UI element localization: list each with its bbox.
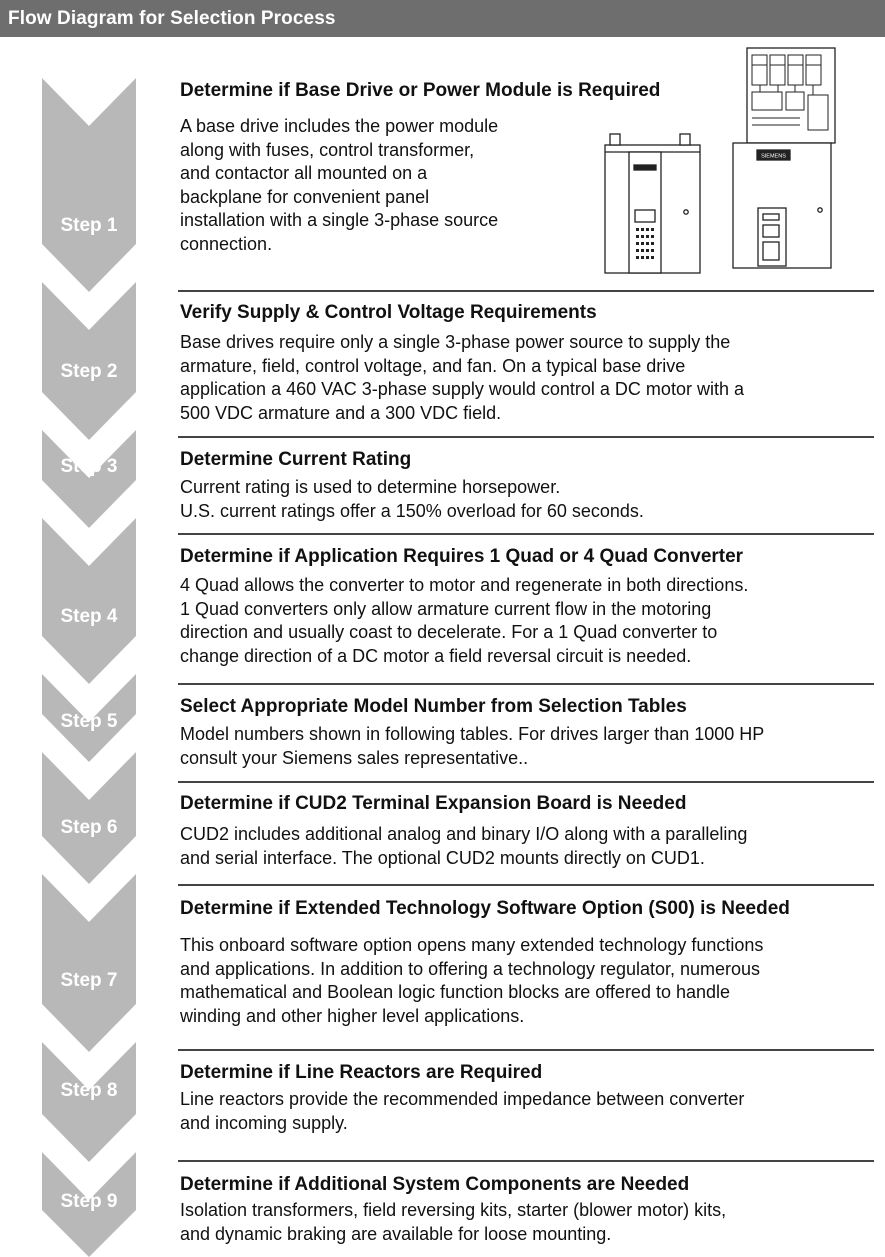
step-3-label: Step 3	[60, 456, 118, 477]
step-9-body: Isolation transformers, field reversing …	[180, 1200, 727, 1244]
step-8-title: Determine if Line Reactors are Required	[180, 1062, 543, 1083]
step-7-body: This onboard software option opens many …	[180, 935, 764, 1026]
step-2-arrow	[42, 282, 136, 440]
step-4-title: Determine if Application Requires 1 Quad…	[180, 546, 744, 567]
divider	[178, 1160, 874, 1162]
step-5-body: Model numbers shown in following tables.…	[180, 724, 765, 768]
step-6-body: CUD2 includes additional analog and bina…	[180, 824, 748, 868]
divider	[178, 436, 874, 438]
divider	[178, 683, 874, 685]
drive-illustrations: SIEMENS SIEMENS	[604, 47, 836, 274]
step-5-arrow	[42, 674, 136, 762]
flow-arrows	[42, 78, 136, 1257]
step-9-label: Step 9	[60, 1191, 118, 1212]
step-2-label: Step 2	[60, 361, 118, 382]
base-drive-illustration	[604, 133, 701, 274]
header-bar: Flow Diagram for Selection Process	[0, 0, 885, 37]
divider	[178, 884, 874, 886]
step-7-label: Step 7	[60, 970, 118, 991]
divider	[178, 781, 874, 783]
step-4-arrow	[42, 518, 136, 684]
step-3-arrow	[42, 430, 136, 528]
step-7-title: Determine if Extended Technology Softwar…	[180, 898, 790, 919]
step-8-arrow	[42, 1042, 136, 1162]
base-drive-brand-label: SIEMENS	[633, 157, 658, 163]
step-8-body: Line reactors provide the recommended im…	[180, 1089, 745, 1133]
step-3-title: Determine Current Rating	[180, 449, 412, 470]
step-9-arrow	[42, 1152, 136, 1257]
step-3-body: Current rating is used to determine hors…	[180, 477, 644, 521]
step-5-title: Select Appropriate Model Number from Sel…	[180, 696, 687, 717]
step-4-body: 4 Quad allows the converter to motor and…	[180, 575, 749, 666]
divider	[178, 533, 874, 535]
step-1-label: Step 1	[60, 215, 118, 236]
step-7-arrow	[42, 874, 136, 1052]
step-6-title: Determine if CUD2 Terminal Expansion Boa…	[180, 793, 687, 814]
step-1-title: Determine if Base Drive or Power Module …	[180, 80, 661, 101]
step-1-arrow	[42, 78, 136, 292]
page-title: Flow Diagram for Selection Process	[8, 8, 336, 29]
step-4-label: Step 4	[60, 606, 118, 627]
power-module-illustration	[732, 47, 836, 269]
step-2-body: Base drives require only a single 3-phas…	[180, 332, 744, 423]
step-1-body: A base drive includes the power module a…	[180, 116, 499, 254]
divider	[178, 1049, 874, 1051]
step-8-label: Step 8	[60, 1080, 118, 1101]
divider	[178, 290, 874, 292]
step-6-arrow	[42, 752, 136, 884]
power-module-brand-label: SIEMENS	[761, 154, 786, 160]
step-2-title: Verify Supply & Control Voltage Requirem…	[180, 302, 597, 323]
step-9-title: Determine if Additional System Component…	[180, 1174, 690, 1195]
step-5-label: Step 5	[60, 711, 118, 732]
step-6-label: Step 6	[60, 817, 118, 838]
